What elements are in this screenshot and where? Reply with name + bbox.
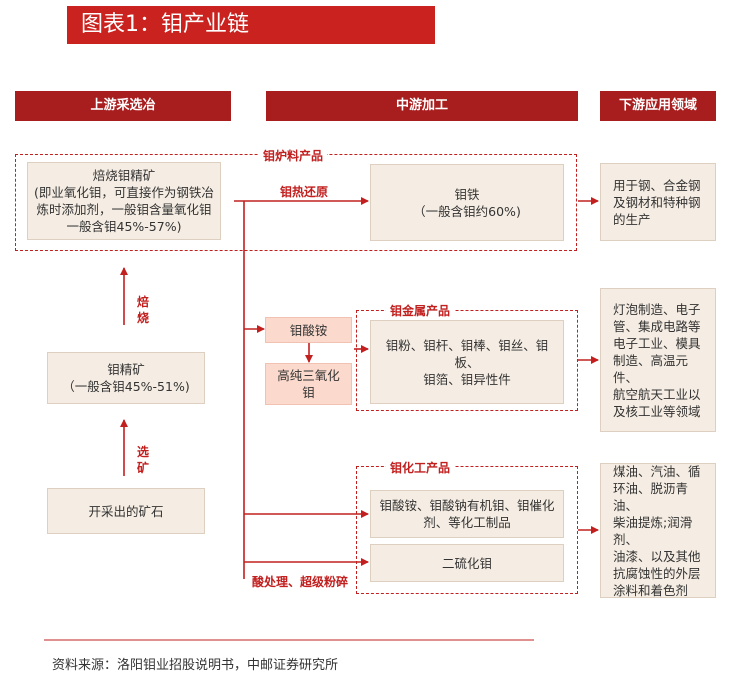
- group-label-chemical: 钼化工产品: [386, 459, 455, 476]
- label-acid-processing: 酸处理、超级粉碎: [248, 573, 353, 590]
- metal-products-node: 钼粉、钼杆、钼棒、钼丝、钼板、 钼箔、钼异性件: [370, 320, 564, 404]
- header-downstream: 下游应用领域: [600, 91, 716, 121]
- roasted-concentrate-node: 焙烧钼精矿 (即业氧化钼，可直接作为钢铁冶炼时添加剂，一般钼含量氧化钼一般含钼4…: [27, 162, 221, 240]
- application-steel-node: 用于钢、合金钢 及钢材和特种钢 的生产: [600, 163, 716, 241]
- ferromolybdenum-node: 钼铁 （一般含钼约60%): [370, 164, 564, 241]
- header-midstream: 中游加工: [266, 91, 578, 121]
- source-note: 资料来源：洛阳钼业招股说明书，中邮证券研究所: [52, 658, 339, 673]
- application-electronics-node: 灯泡制造、电子 管、集成电路等 电子工业、模具 制造、高温元件、 航空航天工业以…: [600, 288, 716, 432]
- chemical-products-node: 钼酸铵、钼酸钠有机钼、钼催化 剂、等化工制品: [370, 490, 564, 538]
- high-purity-trioxide-node: 高纯三氧化 钼: [265, 363, 352, 405]
- application-chemical-node: 煤油、汽油、循 环油、脱沥青油、 柴油提炼;润滑剂、 油漆、以及其他 抗腐蚀性的…: [600, 463, 716, 598]
- label-beneficiation: 选矿: [136, 445, 149, 475]
- label-thermal-reduction: 钼热还原: [280, 185, 329, 199]
- label-roasting: 焙烧: [136, 295, 149, 325]
- header-upstream: 上游采选冶: [15, 91, 231, 121]
- molybdenum-concentrate-node: 钼精矿 （一般含钼45%-51%): [47, 352, 205, 404]
- mined-ore-node: 开采出的矿石: [47, 488, 205, 534]
- ammonium-molybdate-node: 钼酸铵: [265, 317, 352, 343]
- metal-group-box: [356, 310, 578, 411]
- group-label-furnace: 钼炉料产品: [259, 147, 328, 164]
- group-label-metal: 钼金属产品: [386, 302, 455, 319]
- page-title: 图表1：钼产业链: [67, 6, 435, 44]
- chemical-group-box: [356, 466, 578, 594]
- molybdenum-disulfide-node: 二硫化钼: [370, 544, 564, 582]
